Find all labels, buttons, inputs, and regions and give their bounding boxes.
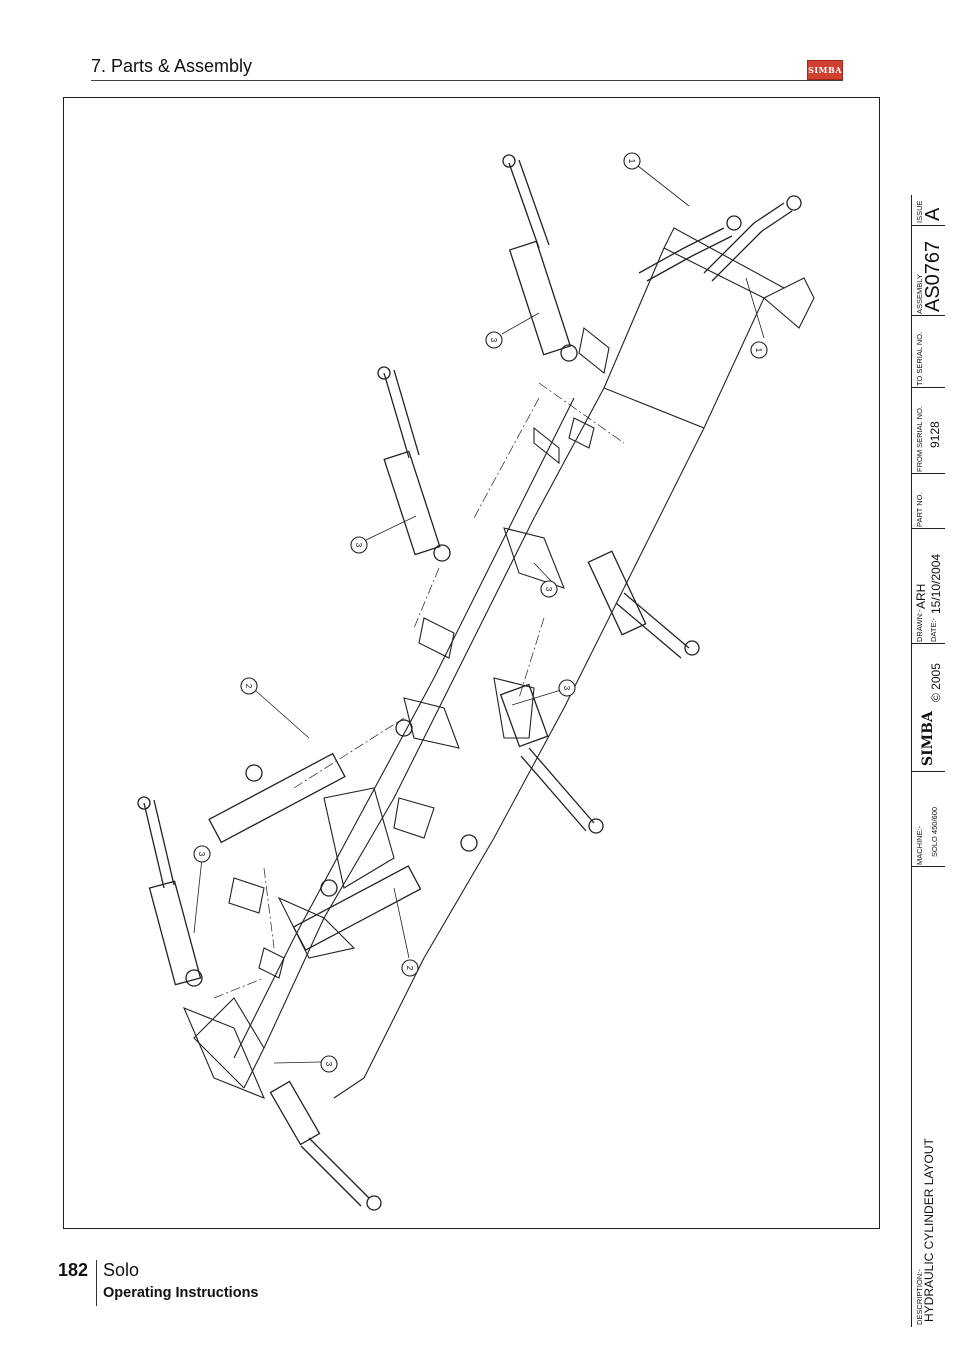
hydraulic-layout-drawing: 1 1 3 3 3 3 3 2 2 3 (137, 152, 815, 1211)
section-title: 7. Parts & Assembly (91, 56, 253, 76)
issue-value: A (922, 207, 944, 221)
from-serial-value: 9128 (928, 421, 942, 448)
hydraulic-cylinders (137, 154, 802, 1211)
date-label: DATE:- (929, 617, 938, 642)
drawn-value: ARH (914, 583, 928, 609)
title-block-logo: SIMBA (920, 711, 936, 766)
callout-3b: 3 (354, 543, 363, 548)
to-serial-label: TO SERIAL NO. (915, 331, 924, 386)
date-value: 15/10/2004 (929, 553, 943, 614)
assembly-cell: ASSEMBLY AS0767 (912, 225, 945, 315)
part-no-label: PART NO. (915, 492, 924, 527)
from-serial-cell: FROM SERIAL NO. 9128 (912, 387, 945, 473)
to-serial-cell: TO SERIAL NO. (912, 315, 945, 387)
document-type: Operating Instructions (103, 1285, 259, 1301)
description-value: HYDRAULIC CYLINDER LAYOUT (922, 1138, 936, 1322)
footer-divider (96, 1260, 97, 1306)
callout-2a: 2 (244, 684, 253, 689)
callout-3c: 3 (544, 587, 553, 592)
description-cell: DESCRIPTION:- HYDRAULIC CYLINDER LAYOUT (912, 866, 945, 1327)
from-serial-label: FROM SERIAL NO. (915, 406, 924, 472)
header-rule (91, 80, 843, 81)
copyright: © 2005 (929, 663, 943, 702)
drawn-date-cell: DRAWN:- ARH DATE:- 15/10/2004 (912, 528, 945, 643)
callout-1b: 1 (754, 348, 763, 353)
machine-value: SOLO 450/600 (930, 806, 939, 857)
brackets (182, 327, 610, 1100)
machine-label: MACHINE:- (915, 825, 924, 865)
title-block: ISSUE A ASSEMBLY AS0767 TO SERIAL NO. FR… (911, 195, 945, 1327)
callout-bubbles (193, 152, 768, 1073)
assembly-lines (213, 382, 625, 999)
brand-logo: SIMBA (807, 60, 843, 80)
page-number: 182 (58, 1260, 89, 1280)
machine-cell: MACHINE:- SOLO 450/600 (912, 771, 945, 866)
part-no-cell: PART NO. (912, 473, 945, 528)
issue-cell: ISSUE A (912, 195, 945, 225)
callout-2b: 2 (405, 966, 414, 971)
main-frame (193, 227, 815, 1099)
assembly-number: AS0767 (922, 240, 944, 312)
callout-1a: 1 (627, 159, 636, 164)
callout-3f: 3 (324, 1062, 333, 1067)
product-name: Solo (103, 1260, 140, 1280)
logo-cell: © 2005 SIMBA (912, 643, 945, 771)
leader-lines (193, 165, 765, 1064)
callout-3a: 3 (489, 338, 498, 343)
callout-3e: 3 (197, 852, 206, 857)
brand-logo-text: SIMBA (808, 65, 842, 75)
drawing-frame: 1 1 3 3 3 3 3 2 2 3 ISSUE A ASSEMBLY AS0… (63, 97, 945, 1327)
drawn-label: DRAWN:- (915, 609, 924, 642)
callout-3d: 3 (562, 686, 571, 691)
